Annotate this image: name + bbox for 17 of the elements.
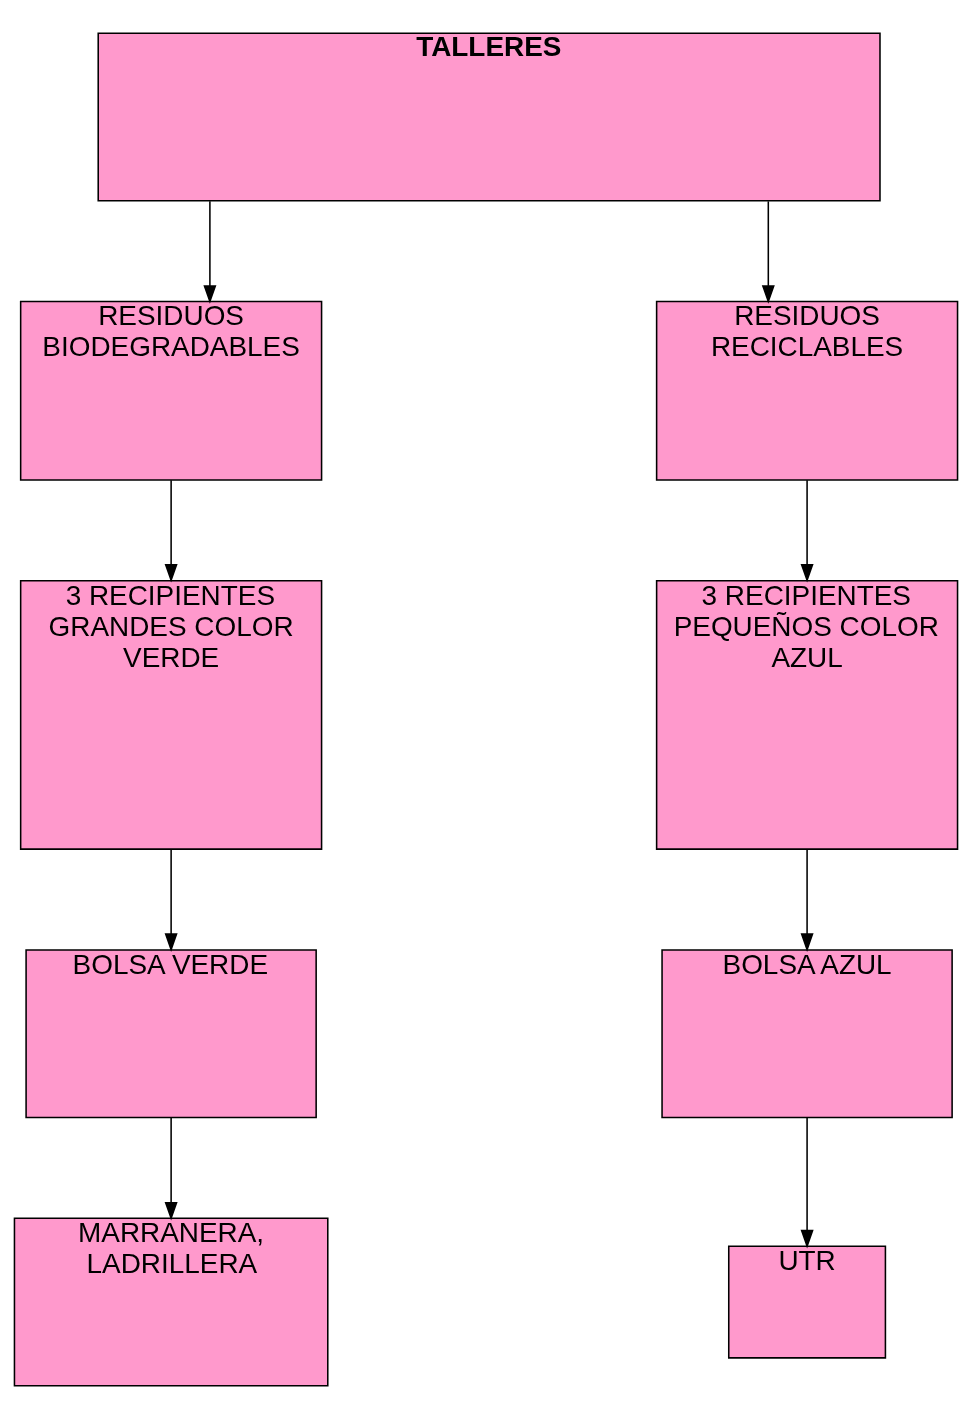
node-box: MARRANERA, LADRILLERA [13,1217,329,1387]
arrow [761,200,775,304]
arrow [800,479,814,583]
node-box: 3 RECIPIENTES GRANDES COLOR VERDE [19,580,323,850]
node-box: RESIDUOS RECICLABLES [655,300,959,481]
arrow [164,848,178,952]
node-box: BOLSA AZUL [661,949,953,1119]
arrow [164,479,178,583]
node-box: RESIDUOS BIODEGRADABLES [19,300,323,481]
node-box: UTR [727,1245,887,1359]
node-box: 3 RECIPIENTES PEQUEÑOS COLOR AZUL [655,580,959,850]
node-box: TALLERES [97,32,881,202]
arrow [164,1117,178,1221]
arrow [203,200,217,304]
arrow [800,1117,814,1249]
arrow [800,848,814,952]
node-box: BOLSA VERDE [25,949,317,1119]
